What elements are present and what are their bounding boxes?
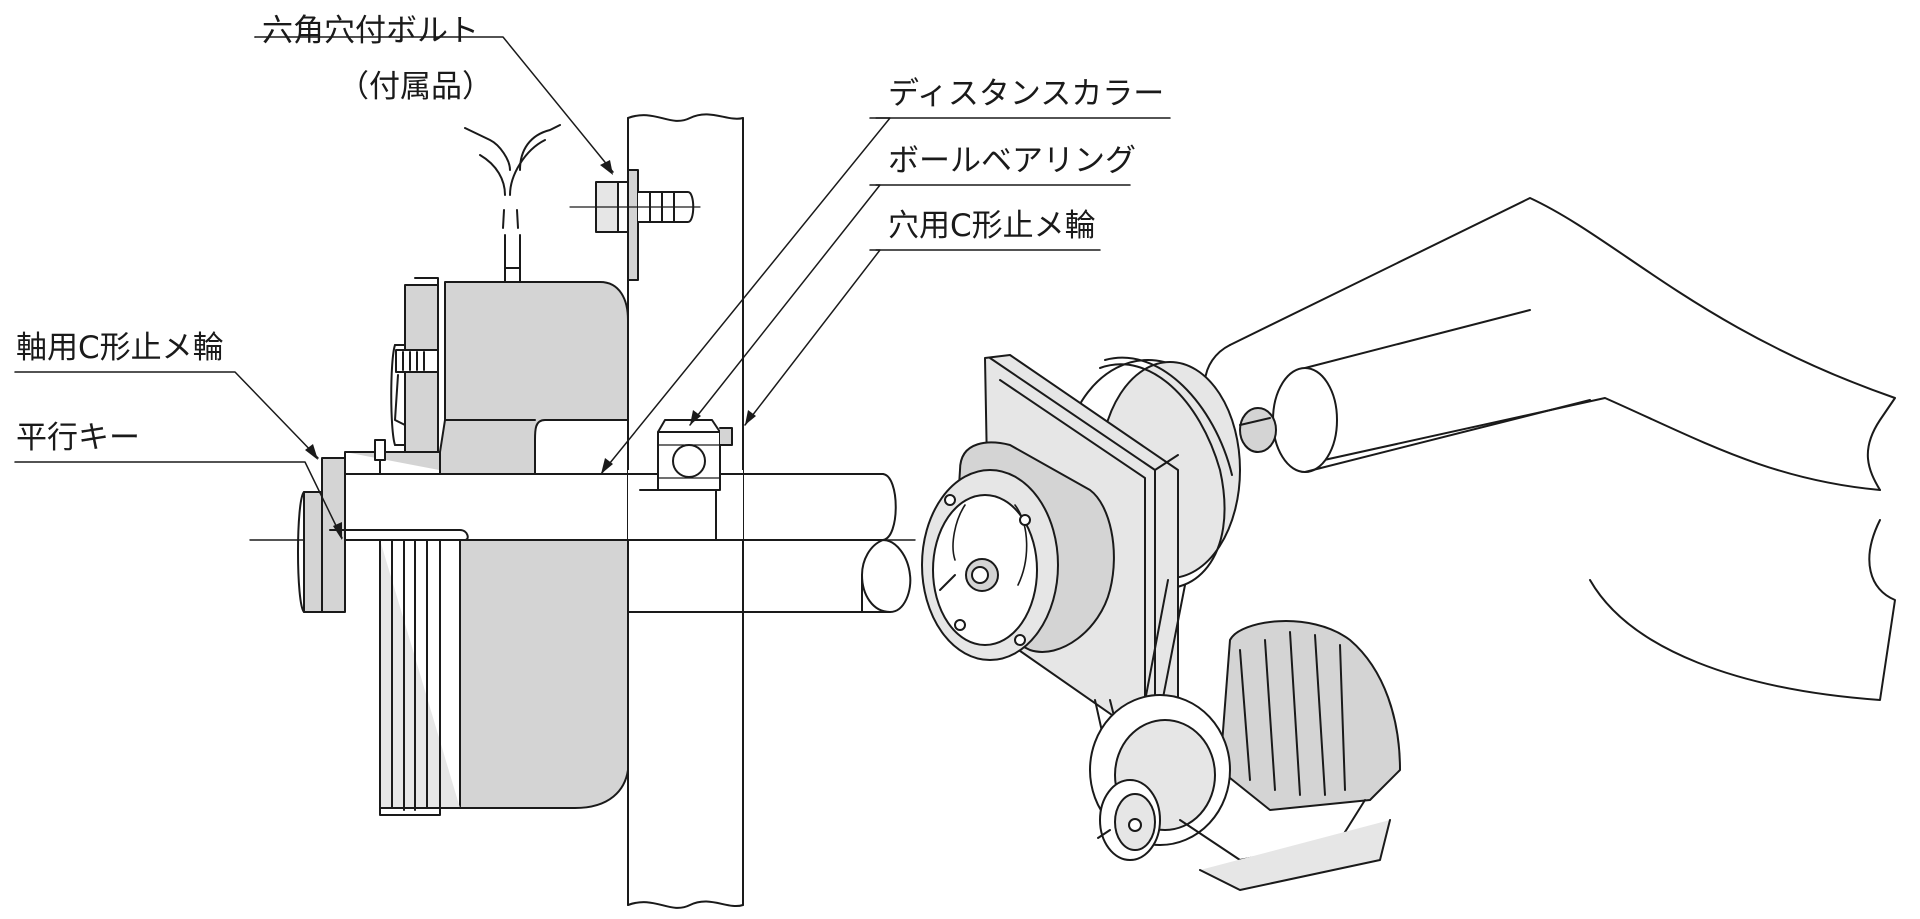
field-coil <box>439 267 629 475</box>
label-distance-collar: ディスタンスカラー <box>888 76 1165 112</box>
perspective-view <box>921 197 1896 891</box>
conveyor-belt <box>1203 197 1896 701</box>
sectional-view <box>249 113 916 909</box>
clutch-body <box>921 441 1115 661</box>
pulley-small <box>1097 779 1161 861</box>
roller <box>1239 309 1591 473</box>
arrowheads <box>305 160 756 540</box>
clutch-housing <box>297 451 629 816</box>
label-parallel-key: 平行キー <box>16 420 140 456</box>
label-hex-socket-bolt-note: （付属品） <box>338 69 493 105</box>
hex-bolt <box>569 169 701 281</box>
label-ball-bearing: ボールベアリング <box>888 143 1136 179</box>
rotor-stack <box>374 277 439 475</box>
wall-plate <box>627 113 744 909</box>
label-shaft-retaining-ring: 軸用C形止メ輪 <box>16 330 224 366</box>
label-hole-retaining-ring: 穴用C形止メ輪 <box>888 208 1096 244</box>
leader-lines-left <box>14 36 1171 539</box>
label-hex-socket-bolt: 六角穴付ボルト <box>262 13 479 49</box>
motor <box>1089 620 1401 891</box>
parallel-key <box>329 529 469 541</box>
lead-wire <box>464 124 561 269</box>
ball-bearing <box>639 419 733 491</box>
